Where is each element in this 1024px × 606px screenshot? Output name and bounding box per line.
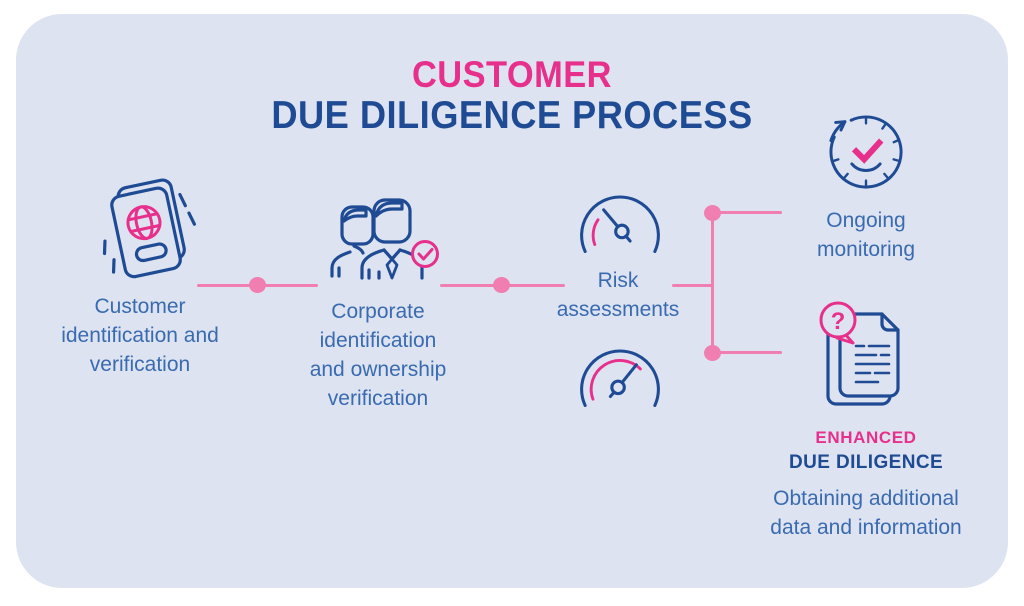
branch-line-bottom: [712, 351, 782, 354]
branch-dot-bottom: [704, 345, 721, 361]
edd-description: Obtaining additional data and informatio…: [770, 487, 962, 539]
title-line-1: CUSTOMER: [411, 54, 613, 95]
step-corporate-label: Corporate identification and ownership v…: [309, 300, 447, 410]
step-risk-label: Risk assessments: [556, 269, 680, 321]
connector-line-3: [672, 284, 714, 287]
gauge-high-risk-icon: [580, 349, 660, 407]
step-monitoring-label: Ongoing monitoring: [816, 209, 916, 261]
title-line-2: DUE DILIGENCE PROCESS: [271, 94, 753, 137]
gauge-low-risk-icon: [580, 195, 660, 253]
connector-dot-1: [249, 277, 266, 293]
background-card: [16, 14, 1008, 588]
passport-icon: [102, 178, 196, 279]
step-customer-label: Customer identification and verification: [61, 295, 219, 376]
edd-heading-due-diligence: DUE DILIGENCE: [788, 452, 944, 473]
edd-heading-enhanced: ENHANCED: [815, 428, 917, 447]
ongoing-monitoring-icon: [829, 115, 903, 189]
branch-line-top: [712, 211, 782, 214]
connector-vertical: [711, 213, 714, 353]
question-mark-glyph: ?: [831, 308, 846, 335]
connector-dot-2: [493, 277, 510, 293]
branch-dot-top: [704, 205, 721, 221]
enhanced-documents-icon: ?: [819, 301, 900, 406]
corporate-verification-icon: [330, 198, 439, 280]
